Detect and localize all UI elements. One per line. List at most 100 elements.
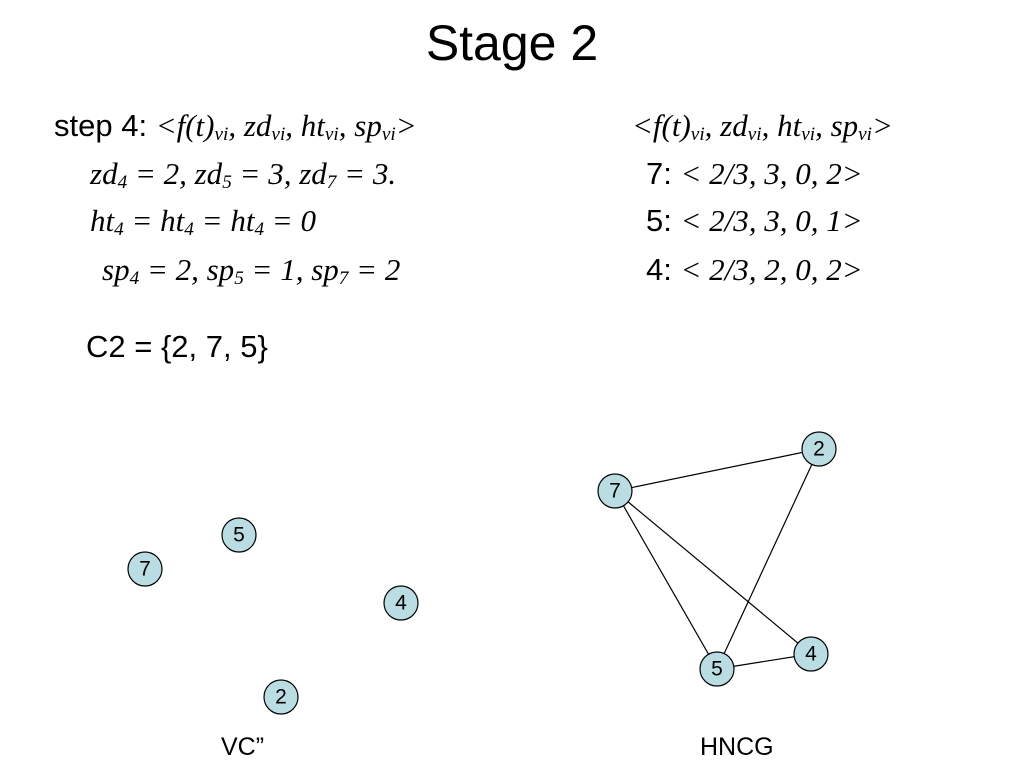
graph-vc-caption: VC” bbox=[221, 733, 265, 761]
tuple-sub: vi bbox=[747, 124, 762, 146]
tuple-row-node: 4: bbox=[646, 252, 672, 287]
graph-vc-node: 7 bbox=[127, 551, 163, 587]
graph-vc-node: 2 bbox=[263, 679, 299, 715]
vc-node-2-label: 2 bbox=[275, 686, 287, 709]
tuple-sub: vi bbox=[271, 124, 286, 146]
hncg-node-2-label: 2 bbox=[813, 438, 825, 461]
sp-line: sp4 = 2, sp5 = 1, sp7 = 2 bbox=[102, 250, 400, 290]
tuple-ht: ht bbox=[300, 108, 325, 143]
tuple-sep: , bbox=[815, 108, 831, 143]
tuple-close: > bbox=[872, 108, 893, 143]
zd-value: = 3, bbox=[231, 156, 300, 191]
tuple-sep: , bbox=[704, 108, 721, 143]
tuple-sep: , bbox=[228, 108, 244, 143]
step-label: step 4: bbox=[54, 108, 148, 143]
tuple-ht: ht bbox=[777, 108, 802, 143]
tuple-sub: vi bbox=[381, 124, 396, 146]
tuple-row-7: 7: < 2/3, 3, 0, 2> bbox=[646, 154, 863, 194]
graph-hncg-caption: HNCG bbox=[700, 733, 774, 761]
hncg-node-4-circle bbox=[793, 636, 829, 672]
vc-node-5-circle bbox=[221, 517, 257, 553]
tuple-zd: zd bbox=[720, 108, 748, 143]
vc-node-5-label: 5 bbox=[233, 524, 245, 547]
zd-value: = 3. bbox=[336, 156, 397, 191]
graph-hncg: 2 7 4 5 bbox=[597, 431, 837, 687]
graph-vc: 5 7 4 2 bbox=[127, 517, 419, 715]
tuple-header-left: <f(t)vi, zdvi, htvi, spvi> bbox=[155, 108, 417, 146]
ht-value: = bbox=[123, 203, 161, 238]
tuple-sub: vi bbox=[324, 124, 339, 146]
sp-var: sp bbox=[206, 252, 235, 287]
sp-value: = 1, bbox=[243, 252, 312, 287]
zd-var: zd bbox=[194, 156, 223, 191]
ht-sub: 4 bbox=[184, 219, 194, 241]
ht-var: ht bbox=[90, 203, 115, 238]
graph-vc-node: 5 bbox=[221, 517, 257, 553]
hncg-edge-7-4 bbox=[614, 490, 812, 655]
c2-set: C2 = {2, 7, 5} bbox=[86, 329, 268, 364]
tuple-f: f(t) bbox=[176, 108, 215, 143]
tuple-close: > bbox=[395, 108, 417, 143]
graph-hncg-node: 5 bbox=[699, 651, 735, 687]
tuple-row-node: 5: bbox=[646, 203, 672, 238]
tuple-row-value: < 2/3, 3, 0, 1> bbox=[680, 203, 863, 238]
vc-node-2-circle bbox=[263, 679, 299, 715]
vc-node-7-circle bbox=[127, 551, 163, 587]
sp-value: = 2, bbox=[139, 252, 207, 287]
tuple-row-4: 4: < 2/3, 2, 0, 2> bbox=[646, 250, 863, 290]
tuple-row-value: < 2/3, 3, 0, 2> bbox=[680, 156, 863, 191]
ht-sub: 4 bbox=[254, 219, 265, 241]
tuple-sub: vi bbox=[858, 124, 873, 146]
hncg-edge-7-2 bbox=[614, 448, 820, 492]
step-4-line: step 4: <f(t)vi, zdvi, htvi, spvi> bbox=[54, 106, 417, 146]
hncg-edge-7-5 bbox=[614, 490, 718, 670]
tuple-open: < bbox=[632, 108, 653, 143]
zd-sub: 5 bbox=[222, 172, 232, 194]
zd-line: zd4 = 2, zd5 = 3, zd7 = 3. bbox=[90, 154, 396, 194]
tuple-row-5: 5: < 2/3, 3, 0, 1> bbox=[646, 201, 863, 241]
vc-node-4-label: 4 bbox=[395, 592, 407, 615]
graph-vc-node: 4 bbox=[383, 585, 419, 621]
hncg-node-7-label: 7 bbox=[609, 480, 621, 503]
sp-var: sp bbox=[102, 252, 130, 287]
ht-value: = 0 bbox=[264, 203, 316, 238]
ht-line: ht4 = ht4 = ht4 = 0 bbox=[90, 201, 316, 241]
ht-var: ht bbox=[160, 203, 185, 238]
tuple-sub: vi bbox=[801, 124, 816, 146]
hncg-node-7-circle bbox=[597, 473, 633, 509]
zd-var: zd bbox=[90, 156, 118, 191]
sp-value: = 2 bbox=[348, 252, 401, 287]
ht-var: ht bbox=[230, 203, 255, 238]
zd-var: zd bbox=[299, 156, 327, 191]
zd-sub: 7 bbox=[326, 172, 337, 194]
graph-hncg-node: 2 bbox=[801, 431, 837, 467]
hncg-node-2-circle bbox=[801, 431, 837, 467]
hncg-node-5-circle bbox=[699, 651, 735, 687]
vc-node-7-label: 7 bbox=[139, 558, 151, 581]
hncg-node-5-label: 5 bbox=[711, 658, 723, 681]
sp-sub: 5 bbox=[234, 268, 244, 290]
tuple-header-right: <f(t)vi, zdvi, htvi, spvi> bbox=[632, 106, 893, 146]
hncg-node-4-label: 4 bbox=[805, 643, 817, 666]
tuple-sp: sp bbox=[354, 108, 382, 143]
graph-hncg-node: 4 bbox=[793, 636, 829, 672]
vc-node-4-circle bbox=[383, 585, 419, 621]
slide-title: Stage 2 bbox=[425, 15, 599, 71]
tuple-open: < bbox=[155, 108, 177, 143]
tuple-row-value: < 2/3, 2, 0, 2> bbox=[680, 252, 863, 287]
graph-hncg-node: 7 bbox=[597, 473, 633, 509]
tuple-sep: , bbox=[285, 108, 301, 143]
tuple-sub: vi bbox=[214, 124, 229, 146]
zd-sub: 4 bbox=[117, 172, 128, 194]
ht-value: = bbox=[193, 203, 231, 238]
ht-sub: 4 bbox=[114, 219, 124, 241]
tuple-zd: zd bbox=[243, 108, 272, 143]
sp-sub: 7 bbox=[338, 268, 349, 290]
zd-value: = 2, bbox=[127, 156, 195, 191]
tuple-sp: sp bbox=[830, 108, 859, 143]
tuple-sep: , bbox=[761, 108, 778, 143]
hncg-edge-2-5 bbox=[716, 448, 820, 670]
tuple-sep: , bbox=[338, 108, 355, 143]
